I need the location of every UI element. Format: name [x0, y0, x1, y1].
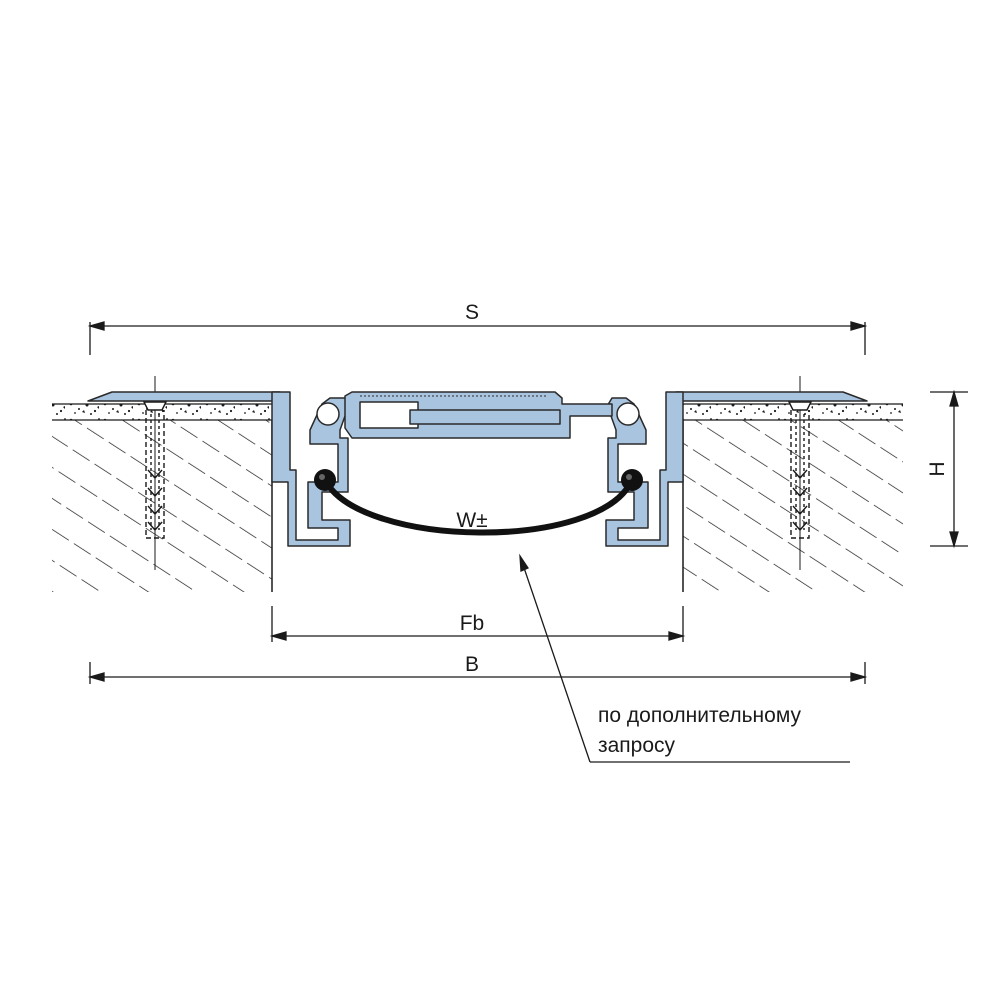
flexible-seal	[314, 469, 643, 536]
note-line-2: запросу	[598, 734, 676, 757]
left-substrate	[52, 403, 273, 592]
dimension-h-label: H	[926, 461, 949, 476]
dimension-b-label: B	[465, 653, 479, 676]
cover-plate	[344, 391, 613, 439]
right-anchor-screw	[787, 376, 813, 570]
dimension-s	[87, 321, 868, 355]
dimension-s-label: S	[465, 301, 479, 324]
dimension-b	[87, 662, 868, 684]
note-leader	[519, 553, 850, 763]
right-substrate	[682, 403, 903, 592]
dimension-fb	[269, 606, 686, 642]
dimension-fb-label: Fb	[460, 612, 485, 635]
left-anchor-screw	[142, 376, 168, 570]
dimension-h	[930, 389, 968, 549]
right-profile	[605, 391, 868, 547]
dimension-w-label: W±	[456, 509, 487, 532]
left-profile	[87, 391, 351, 547]
note-line-1: по дополнительному	[598, 704, 801, 727]
